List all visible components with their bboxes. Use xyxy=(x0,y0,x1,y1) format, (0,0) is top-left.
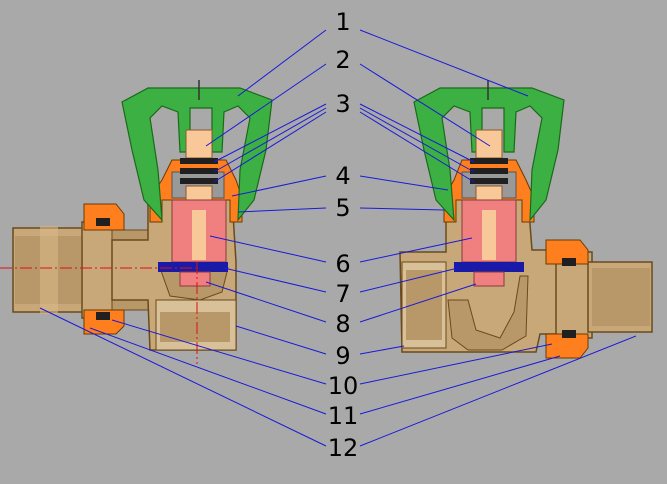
label-7: 7 xyxy=(335,280,350,308)
leader-3a-left xyxy=(213,103,327,163)
left-valve-insert xyxy=(171,199,227,263)
label-2: 2 xyxy=(335,46,350,74)
label-4: 4 xyxy=(335,162,350,190)
label-9: 9 xyxy=(335,342,350,370)
leader-7-right xyxy=(359,267,459,293)
label-5: 5 xyxy=(335,194,350,222)
leader-7-left xyxy=(223,267,327,293)
leader-6-left xyxy=(209,235,327,263)
label-1: 1 xyxy=(335,8,350,36)
leader-10-left xyxy=(111,319,327,385)
leader-11-right xyxy=(359,355,561,415)
right-valve-insert xyxy=(461,199,517,263)
leader-6-right xyxy=(359,237,473,263)
left-seal-disc xyxy=(158,262,228,287)
right-seal-disc xyxy=(454,262,524,287)
leader-3b-right xyxy=(359,107,475,173)
leader-3a-right xyxy=(359,103,475,163)
leader-3c-right xyxy=(359,111,475,183)
label-10: 10 xyxy=(328,372,359,400)
leader-4-left xyxy=(231,175,327,197)
label-12: 12 xyxy=(328,434,359,462)
leader-12-right xyxy=(359,335,637,447)
left-valve xyxy=(0,80,273,364)
leader-12-left xyxy=(39,307,327,447)
leader-4-right xyxy=(359,175,449,191)
leader-5-right xyxy=(359,207,445,211)
leader-1-left xyxy=(237,29,327,97)
right-handle xyxy=(413,80,565,222)
leader-9-right xyxy=(359,345,405,355)
leader-1-right xyxy=(359,29,529,97)
leader-lines xyxy=(39,29,637,447)
right-union-tailpiece xyxy=(555,251,653,339)
right-valve xyxy=(399,80,653,359)
leader-2-right xyxy=(359,63,491,147)
right-union-nut xyxy=(545,239,589,359)
leader-3b-left xyxy=(213,107,327,173)
label-6: 6 xyxy=(335,250,350,278)
leader-5-left xyxy=(237,207,327,213)
leader-8-right xyxy=(359,283,477,323)
leader-11-left xyxy=(89,327,327,415)
label-3: 3 xyxy=(335,90,350,118)
leader-2-left xyxy=(205,63,327,147)
leader-9-left xyxy=(235,325,327,355)
label-8: 8 xyxy=(335,310,350,338)
leader-8-left xyxy=(205,281,327,323)
leader-10-right xyxy=(359,343,553,385)
label-11: 11 xyxy=(328,402,359,430)
left-union-nut xyxy=(83,203,125,335)
leader-3c-left xyxy=(213,111,327,183)
part-labels: 1 2 3 4 5 6 7 8 9 10 11 12 xyxy=(328,8,359,462)
